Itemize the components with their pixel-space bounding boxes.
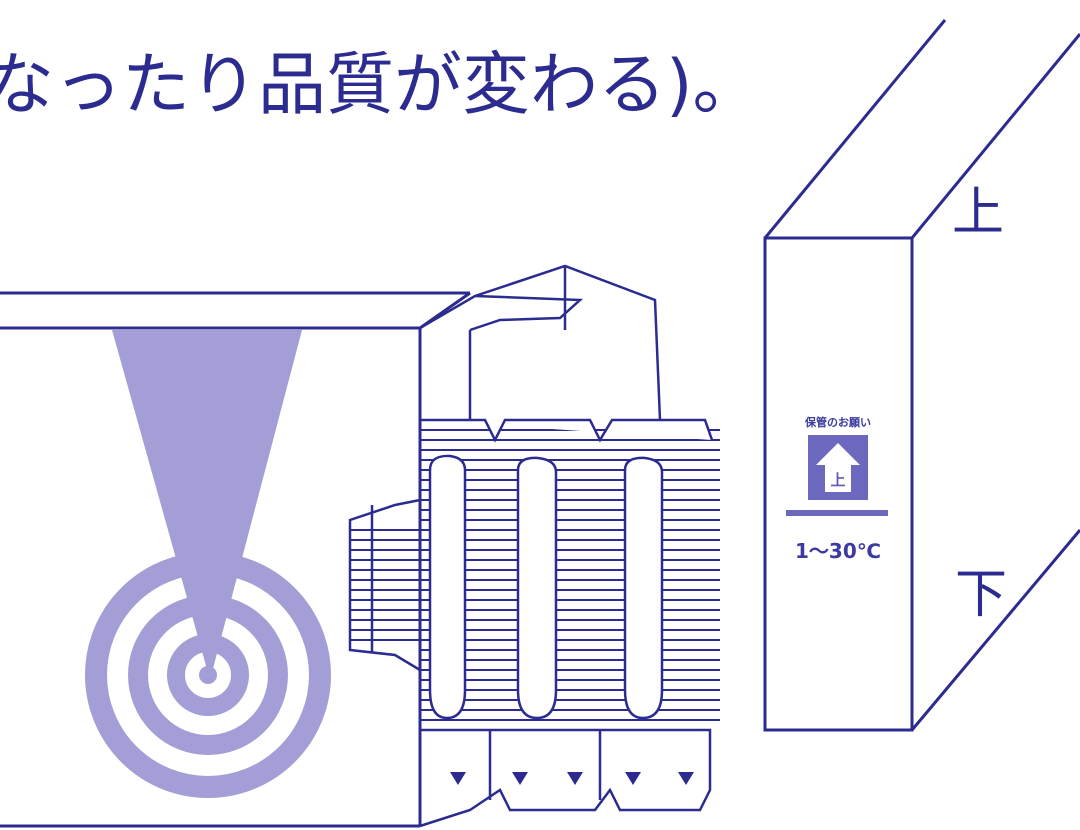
bottle-2 <box>516 456 558 720</box>
storage-box <box>763 19 1080 732</box>
bottles <box>428 454 664 720</box>
storage-notice-title: 保管のお願い <box>804 415 871 429</box>
speaker-shelf <box>0 291 471 828</box>
box-top-label: 上 <box>952 183 1004 243</box>
notice-icon-label: 上 <box>830 471 845 489</box>
down-arrow-icon <box>450 772 694 785</box>
speaker-cone-icon <box>112 330 302 680</box>
storage-notice: 保管のお願い 上 1～30℃ <box>786 415 888 563</box>
bottle-1 <box>428 454 467 720</box>
compartment-caps <box>420 418 714 443</box>
box-bottom-label: 下 <box>955 565 1007 625</box>
up-arrow-house-icon <box>816 443 860 492</box>
carton-outline <box>348 264 712 828</box>
sound-source-dot <box>199 666 217 684</box>
bottle-3 <box>623 456 664 720</box>
sound-wave-rings-icon <box>85 552 331 798</box>
carton-stripes <box>420 429 720 721</box>
notice-underline <box>786 510 888 516</box>
storage-temperature: 1～30℃ <box>795 539 881 563</box>
headline-text: なったり品質が変わる)。 <box>0 46 761 125</box>
side-flap-stripes <box>350 529 420 641</box>
